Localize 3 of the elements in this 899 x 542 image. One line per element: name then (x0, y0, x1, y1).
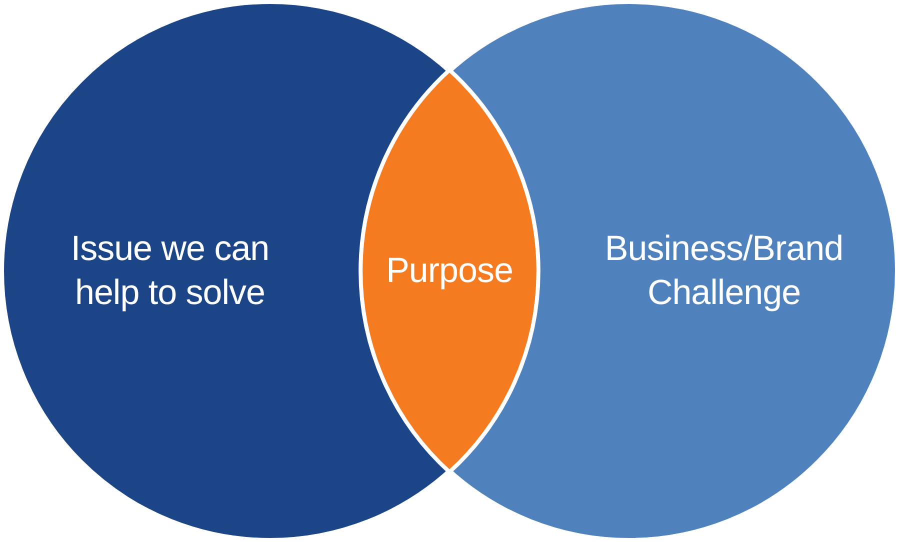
circle-label: Issue we can help to solve (70, 228, 270, 314)
circle-label: Purpose (385, 250, 514, 292)
circle-label: Business/Brand Challenge (604, 228, 844, 314)
